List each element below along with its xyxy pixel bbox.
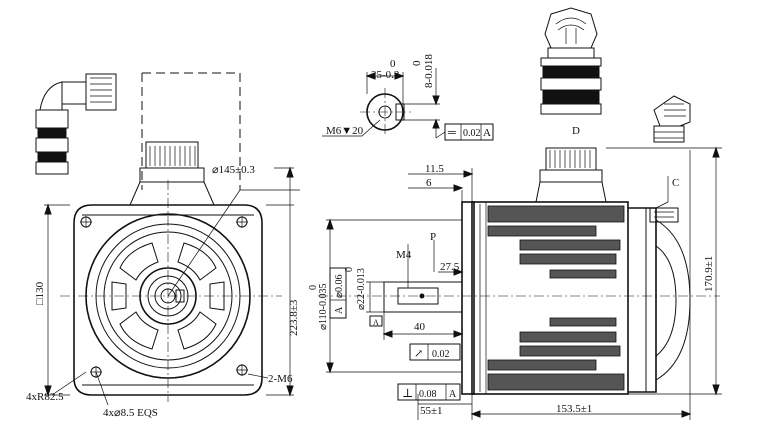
perpendicularity-symbol: ⊥ xyxy=(402,386,413,400)
dim-153-5: 153.5±1 xyxy=(556,403,592,415)
shaft-dimension: ⌀22-0.013 xyxy=(356,268,367,310)
pilot-tolerance-datum: A xyxy=(334,306,345,314)
flatness-symbol: ═ xyxy=(447,127,456,139)
front-view xyxy=(44,72,300,406)
side-view xyxy=(318,146,722,420)
mounting-holes-dimension: 4x⌀8.5 EQS xyxy=(103,407,158,419)
dim-55: 55±1 xyxy=(420,405,443,417)
pcd-dimension: ⌀145±0.3 xyxy=(212,164,255,176)
elbow-connector-right xyxy=(653,95,691,143)
thread-depth-dimension: M6▼20 xyxy=(326,125,364,137)
dim-27-5: 27.5 xyxy=(440,261,460,273)
perpendicularity-datum: A xyxy=(449,389,457,400)
dim-40: 40 xyxy=(414,321,426,333)
datum-a-label: A xyxy=(373,318,379,327)
pilot-zero: 0 xyxy=(308,285,319,290)
runout-symbol: ↗ xyxy=(414,348,423,360)
total-height-dimension: 223.8±3 xyxy=(288,299,300,336)
key-depth-dimension: 8-0.018 xyxy=(423,54,435,88)
dim-11-5: 11.5 xyxy=(425,163,444,175)
elbow-connector-left xyxy=(35,73,117,175)
flatness-value: 0.02 xyxy=(463,128,481,139)
thread-dimension: 2-M6 xyxy=(268,373,293,385)
label-d: D xyxy=(572,125,580,137)
key-width-zero: 0 xyxy=(390,58,396,70)
runout-value: 0.02 xyxy=(432,349,450,360)
flatness-datum: A xyxy=(483,127,491,139)
shaft-zero: 0 xyxy=(344,267,355,272)
straight-connector-top xyxy=(540,7,602,115)
dim-170-9: 170.9±1 xyxy=(703,256,715,292)
label-p: P xyxy=(430,231,436,243)
perpendicularity-value: 0.08 xyxy=(419,389,437,400)
pilot-dimension: ⌀110-0.035 xyxy=(318,284,329,330)
key-width-dimension: 25-0.2 xyxy=(371,69,399,81)
label-c: C xyxy=(672,177,679,189)
flange-square-dimension: □130 xyxy=(34,281,46,305)
pilot-tolerance-value: ⌀0.06 xyxy=(334,274,345,298)
key-depth-zero: 0 xyxy=(411,60,423,66)
shaft-section xyxy=(322,68,494,141)
corner-radius-dimension: 4xR82.5 xyxy=(26,391,64,403)
dim-6: 6 xyxy=(426,177,432,189)
dim-m4: M4 xyxy=(396,249,412,261)
